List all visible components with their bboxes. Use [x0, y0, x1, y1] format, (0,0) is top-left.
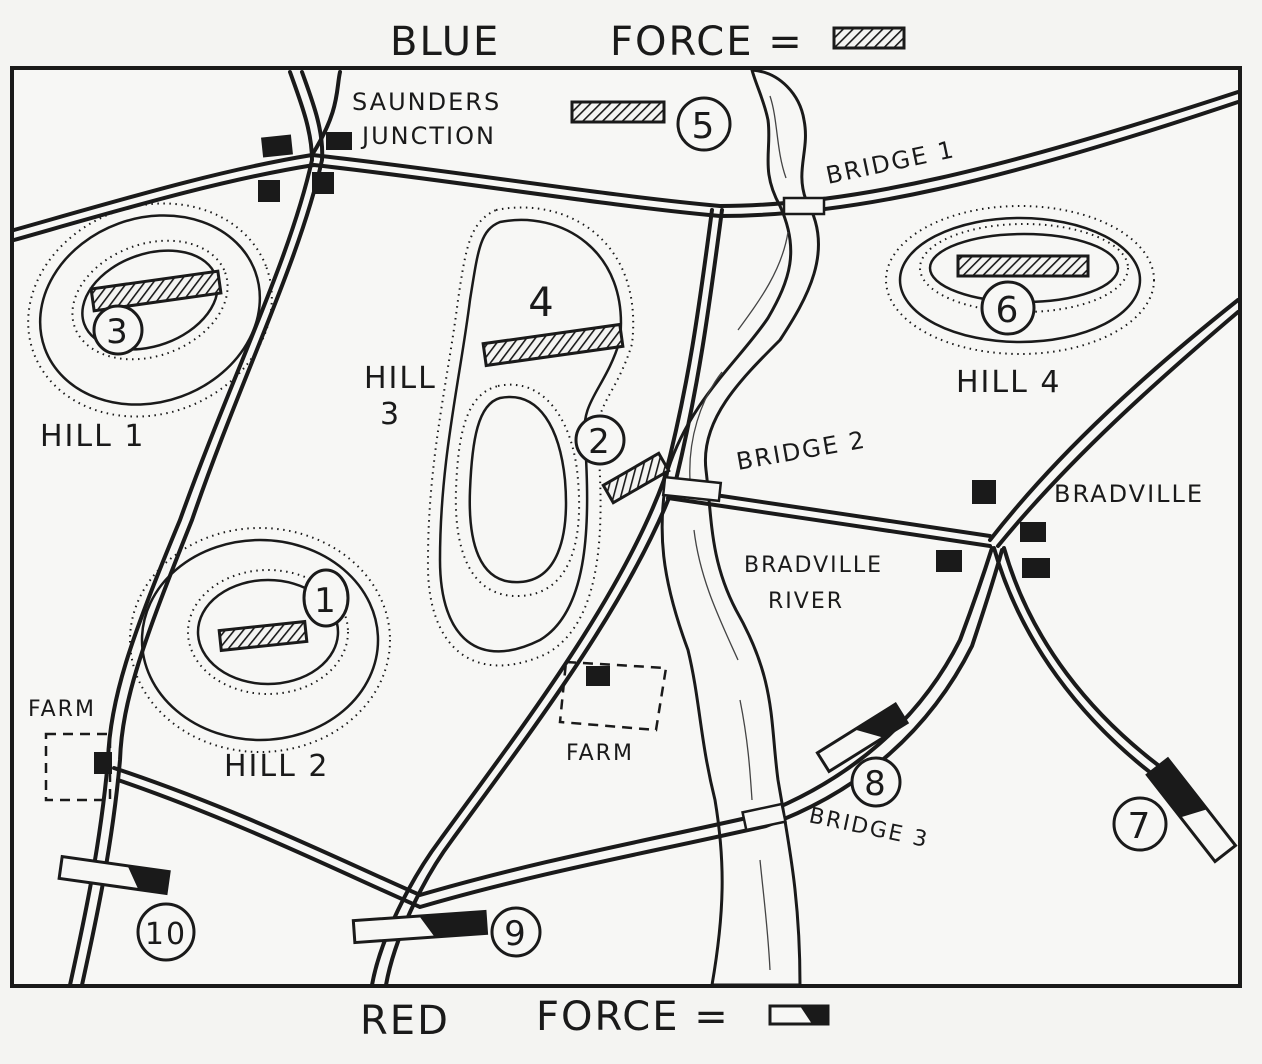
- svg-text:3: 3: [106, 312, 130, 352]
- position-marker-3: 3: [92, 304, 144, 356]
- red-unit-10: [57, 854, 171, 896]
- red-unit-8: [815, 702, 910, 774]
- position-marker-2: 2: [574, 414, 626, 466]
- blue-label: BLUE: [390, 19, 500, 65]
- svg-text:5: 5: [692, 106, 717, 147]
- farm-west-area: [44, 732, 112, 802]
- svg-text:8: 8: [864, 764, 888, 804]
- red-unit-7: [1145, 756, 1238, 864]
- blue-unit-6: [956, 254, 1090, 278]
- bradville-town-label: BRADVILLE: [1054, 480, 1204, 508]
- farm-west-building: [94, 752, 112, 774]
- svg-text:6: 6: [996, 290, 1021, 331]
- bradville-river-label-line1: BRADVILLE: [744, 553, 883, 578]
- farm-west-label: FARM: [28, 697, 96, 722]
- red-force-legend-symbol: [768, 1004, 830, 1026]
- red-unit-9: [351, 909, 489, 945]
- position-marker-6: 6: [980, 280, 1036, 336]
- bridge-2: [661, 475, 723, 503]
- position-marker-10: 10: [136, 902, 196, 962]
- hill-3-label-line1: HILL: [364, 361, 437, 396]
- bridge-3: [741, 802, 787, 832]
- saunders-junction-label-line1: SAUNDERS: [352, 88, 501, 116]
- position-marker-5: 5: [676, 96, 732, 152]
- svg-text:1: 1: [314, 581, 338, 621]
- bradville-river: [660, 68, 821, 987]
- road-network: [12, 70, 1240, 987]
- blue-unit-3: [89, 269, 223, 313]
- bradville-buildings: [936, 480, 1050, 578]
- farm-center-building: [586, 666, 610, 686]
- blue-unit-4: [481, 322, 625, 368]
- hill-3-label-line2: 3: [380, 397, 401, 432]
- hill-2: [129, 527, 391, 753]
- svg-text:7: 7: [1128, 806, 1153, 847]
- position-marker-9: 9: [490, 906, 542, 958]
- svg-text:4: 4: [528, 280, 555, 326]
- blue-unit-2: [601, 451, 671, 505]
- bradville-river-label-line2: RIVER: [768, 589, 844, 614]
- force-label-bottom: FORCE =: [536, 994, 730, 1040]
- hill-1-label: HILL 1: [40, 419, 145, 454]
- blue-unit-1: [217, 619, 309, 653]
- farm-center-area: [558, 660, 668, 732]
- position-marker-7: 7: [1112, 796, 1168, 852]
- position-marker-1: 1: [302, 568, 350, 628]
- svg-text:2: 2: [588, 422, 612, 462]
- red-label: RED: [360, 998, 450, 1044]
- bridge-1: [782, 196, 826, 216]
- farm-center-label: FARM: [566, 741, 634, 766]
- position-marker-4: 4: [528, 280, 555, 326]
- blue-unit-5: [570, 100, 666, 124]
- hill-2-label: HILL 2: [224, 749, 329, 784]
- saunders-junction-buildings: [258, 132, 352, 202]
- svg-text:9: 9: [504, 914, 528, 954]
- svg-text:10: 10: [145, 917, 187, 952]
- force-label-top: FORCE =: [610, 19, 804, 65]
- position-marker-8: 8: [850, 756, 902, 808]
- saunders-junction-label-line2: JUNCTION: [360, 122, 496, 150]
- hill-4-label: HILL 4: [956, 365, 1061, 400]
- blue-force-legend-symbol: [832, 26, 906, 50]
